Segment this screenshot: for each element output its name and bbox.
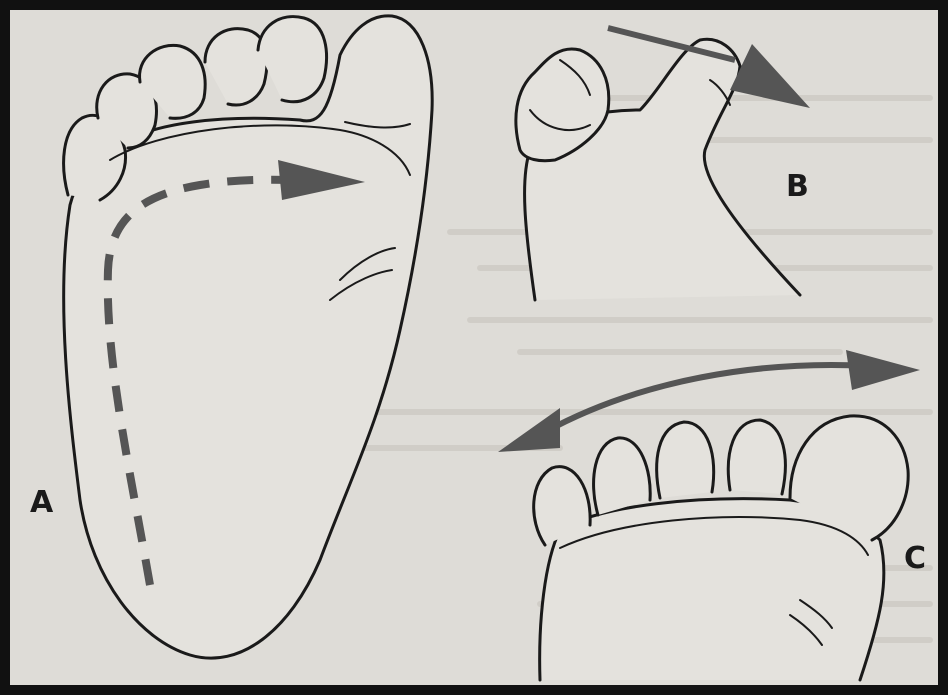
fanned-toe-3 [657,422,714,498]
panel-label-c: C [904,541,926,576]
fanned-toe-2 [728,420,785,494]
foot-top-outline [540,499,884,680]
panel-label-b: B [786,169,809,204]
panel-label-a: A [30,485,54,520]
